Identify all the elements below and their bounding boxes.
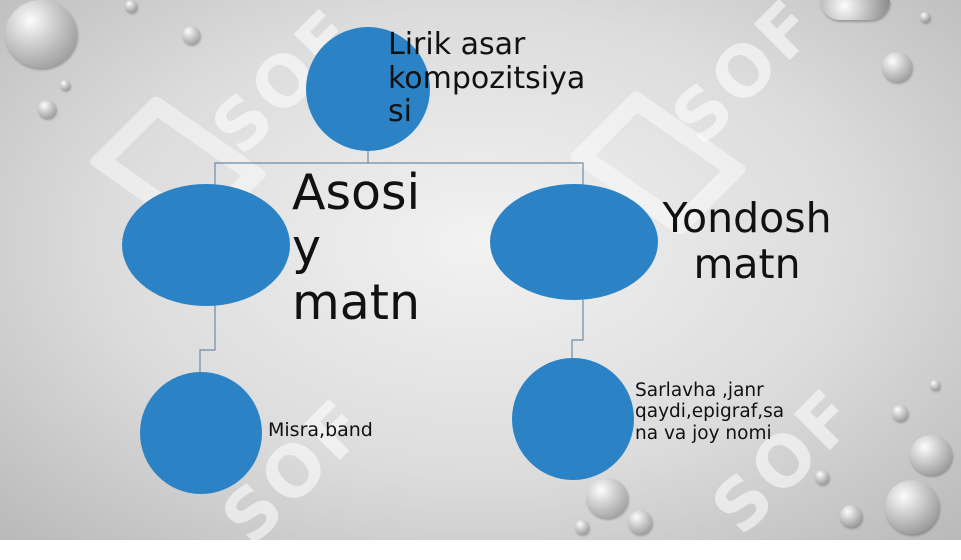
water-drop	[586, 478, 628, 518]
water-drop	[60, 80, 70, 90]
water-drop	[840, 505, 862, 527]
water-drop	[930, 380, 940, 390]
node-left	[122, 184, 290, 306]
connector-lines	[199, 148, 584, 372]
left-node-label: Asosi y matn	[292, 164, 421, 331]
connector-right-child	[571, 300, 584, 358]
water-drop	[885, 480, 939, 534]
right-node-label: Yondosh matn	[662, 194, 832, 288]
connector-root-right	[368, 162, 584, 185]
water-drop	[628, 510, 652, 534]
water-drop	[820, 0, 890, 20]
water-drop	[125, 0, 137, 12]
water-drop	[815, 470, 829, 484]
water-drop	[5, 0, 77, 68]
connector-left-child	[199, 305, 216, 372]
water-drop	[575, 520, 589, 534]
connector-root-left	[214, 148, 369, 185]
left-child-label: Misra,band	[268, 419, 373, 441]
water-drop	[38, 100, 56, 118]
node-left-child	[140, 372, 262, 494]
water-drop	[882, 52, 912, 82]
node-right-child	[512, 358, 634, 480]
root-label: Lirik asar kompozitsiya si	[388, 27, 586, 130]
node-right	[490, 184, 658, 300]
water-drop	[892, 405, 908, 421]
water-drop	[910, 435, 952, 475]
water-drop	[920, 12, 930, 22]
node-root	[306, 27, 430, 151]
right-child-label: Sarlavha ,janr qaydi,epigraf,sa na va jo…	[635, 380, 785, 444]
water-drop	[182, 26, 200, 44]
